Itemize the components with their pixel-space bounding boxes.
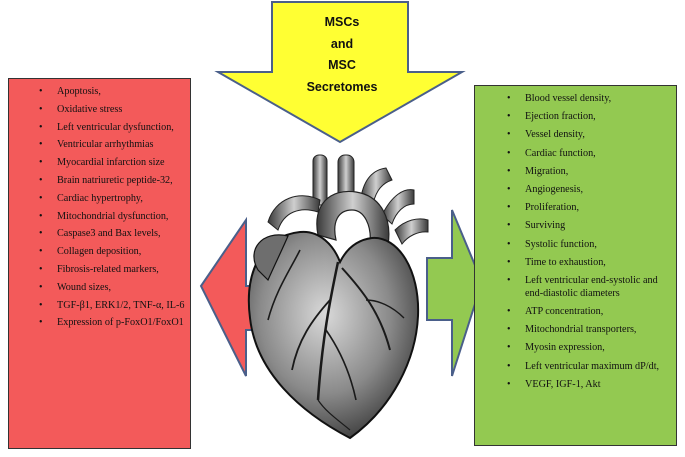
right-effects-list: Blood vessel density, Ejection fraction,… (475, 92, 676, 391)
left-effect-item: Left ventricular dysfunction, (39, 121, 190, 134)
left-effect-item: Fibrosis-related markers, (39, 263, 190, 276)
title-line-2: and (330, 36, 354, 51)
left-effect-item: Cardiac hypertrophy, (39, 192, 190, 205)
right-effect-item: Left ventricular end-systolic and end-di… (507, 274, 676, 300)
right-effect-item: Ejection fraction, (507, 110, 676, 123)
title-line-1: MSCs (324, 15, 360, 29)
right-effect-item: Surviving (507, 219, 676, 232)
right-arrow (426, 209, 484, 377)
right-effect-item: Migration, (507, 165, 676, 178)
left-effect-item: Caspase3 and Bax levels, (39, 227, 190, 240)
left-effect-item: Mitochondrial dysfunction, (39, 210, 190, 223)
right-effect-item: Angiogenesis, (507, 183, 676, 196)
left-effects-panel: Apoptosis, Oxidative stress Left ventric… (8, 78, 191, 449)
right-effects-panel: Blood vessel density, Ejection fraction,… (474, 85, 677, 446)
right-effect-item: Systolic function, (507, 238, 676, 251)
right-effect-item: Myosin expression, (507, 341, 676, 354)
right-effect-item: Blood vessel density, (507, 92, 676, 105)
right-effect-item: Proliferation, (507, 201, 676, 214)
title-down-arrow (214, 1, 466, 144)
right-effect-item: ATP concentration, (507, 305, 676, 318)
left-effect-item: Ventricular arrhythmias (39, 138, 190, 151)
right-effect-item: Vessel density, (507, 128, 676, 141)
left-effect-item: Brain natriuretic peptide-32, (39, 174, 190, 187)
left-effect-item: Expression of p-FoxO1/FoxO1 (39, 316, 190, 329)
title-label: MSCs and MSC Secretomes (272, 12, 412, 98)
right-effect-item: Cardiac function, (507, 147, 676, 160)
title-line-3: MSC (328, 58, 356, 72)
left-effect-item: Oxidative stress (39, 103, 190, 116)
left-effect-item: Apoptosis, (39, 85, 190, 98)
title-line-4: Secretomes (306, 79, 378, 94)
right-effect-item: Mitochondrial transporters, (507, 323, 676, 336)
right-effect-item: Left ventricular maximum dP/dt, (507, 360, 676, 373)
right-effect-item: Time to exhaustion, (507, 256, 676, 269)
left-effects-list: Apoptosis, Oxidative stress Left ventric… (9, 85, 190, 329)
left-effect-item: Collagen deposition, (39, 245, 190, 258)
left-effect-item: Myocardial infarction size (39, 156, 190, 169)
left-effect-item: TGF-β1, ERK1/2, TNF-α, IL-6 (39, 299, 190, 312)
left-effect-item: Wound sizes, (39, 281, 190, 294)
right-effect-item: VEGF, IGF-1, Akt (507, 378, 676, 391)
